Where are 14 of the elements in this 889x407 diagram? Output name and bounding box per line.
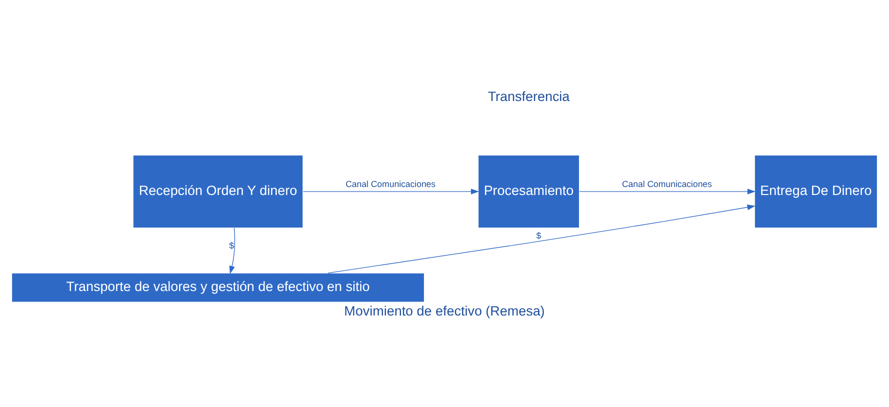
- arrow: [328, 204, 756, 273]
- node-box: Transporte de valores y gestión de efectivo en sitio: [11, 272, 425, 302]
- node-box: Procesamiento: [478, 154, 580, 228]
- edge-label: Canal Comunicaciones: [346, 178, 436, 189]
- arrow: [302, 188, 480, 194]
- node-box: Recepción Orden Y dinero: [132, 154, 304, 228]
- edge-label: $: [229, 240, 234, 250]
- arrow: [579, 188, 756, 194]
- caption: Movimiento de efectivo (Remesa): [344, 303, 545, 318]
- edge-label: Canal Comunicaciones: [622, 178, 712, 189]
- edge-label: $: [536, 230, 542, 240]
- arrow: [229, 227, 236, 274]
- node-box: Entrega De Dinero: [754, 154, 878, 228]
- label: Transferencia: [488, 88, 570, 104]
